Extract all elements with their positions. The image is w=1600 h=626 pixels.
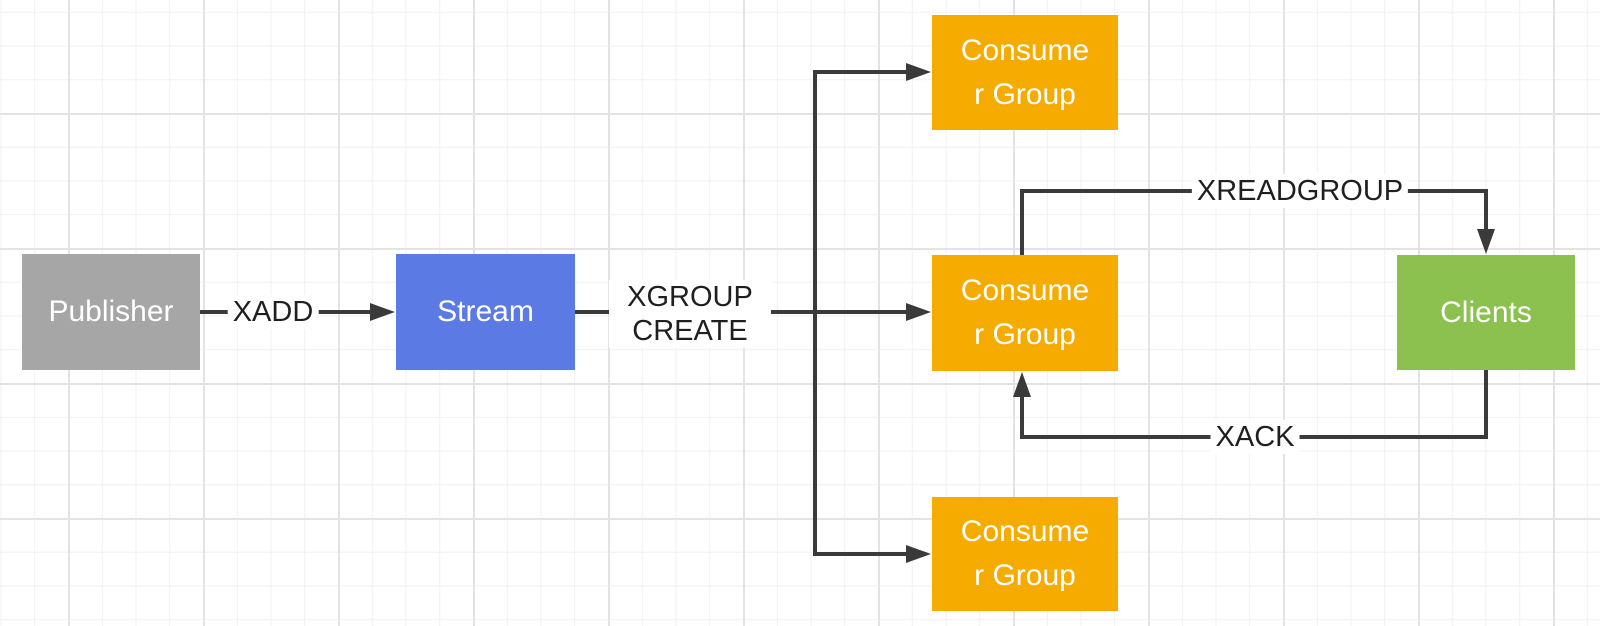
consumer-group-bottom-label: Consume r Group [961,510,1089,598]
consumer-group-bottom-node[interactable]: Consume r Group [932,497,1118,611]
edge-label-xreadgroup[interactable]: XREADGROUP [1191,174,1409,208]
arrowhead-into-consumer-middle-icon [906,303,931,321]
clients-node[interactable]: Clients [1397,255,1575,370]
branch-bottom-line [813,552,908,556]
edge-label-xack[interactable]: XACK [1210,420,1300,454]
arrowhead-into-consumer-bottom-icon [906,545,931,563]
publisher-node[interactable]: Publisher [22,254,200,370]
consumer-group-middle-label-line1: Consume [960,274,1090,307]
branch-top-line [813,70,908,74]
edge-label-xadd[interactable]: XADD [227,295,319,329]
stream-label: Stream [437,295,534,328]
consumer-group-middle-label-line2: r Group [974,318,1076,351]
edge-label-xgroup-create[interactable]: XGROUP CREATE [609,280,771,348]
arrowhead-into-clients-icon [1477,229,1495,254]
edge-xack-vertical-right [1484,370,1488,439]
stream-node[interactable]: Stream [396,254,575,370]
consumer-group-middle-node[interactable]: Consume r Group [932,255,1118,371]
arrowhead-into-consumer-middle-bottom-icon [1013,372,1031,397]
consumer-group-bottom-label-line1: Consume [960,515,1090,548]
consumer-group-middle-label: Consume r Group [961,269,1089,357]
clients-label: Clients [1440,295,1532,329]
consumer-group-top-node[interactable]: Consume r Group [932,15,1118,130]
publisher-label: Publisher [48,295,174,328]
edge-xreadgroup-vertical-left [1020,189,1024,255]
consumer-group-top-label-line1: Consume [960,33,1090,67]
consumer-group-bottom-label-line2: r Group [974,559,1076,592]
arrowhead-into-consumer-top-icon [906,63,931,81]
arrowhead-into-stream-icon [370,303,395,321]
edge-xack-vertical-left [1020,397,1024,439]
branch-vertical-line [813,70,817,556]
consumer-group-top-label-line2: r Group [974,77,1076,111]
consumer-group-top-label: Consume r Group [961,29,1089,117]
edge-xreadgroup-vertical-right [1484,189,1488,231]
